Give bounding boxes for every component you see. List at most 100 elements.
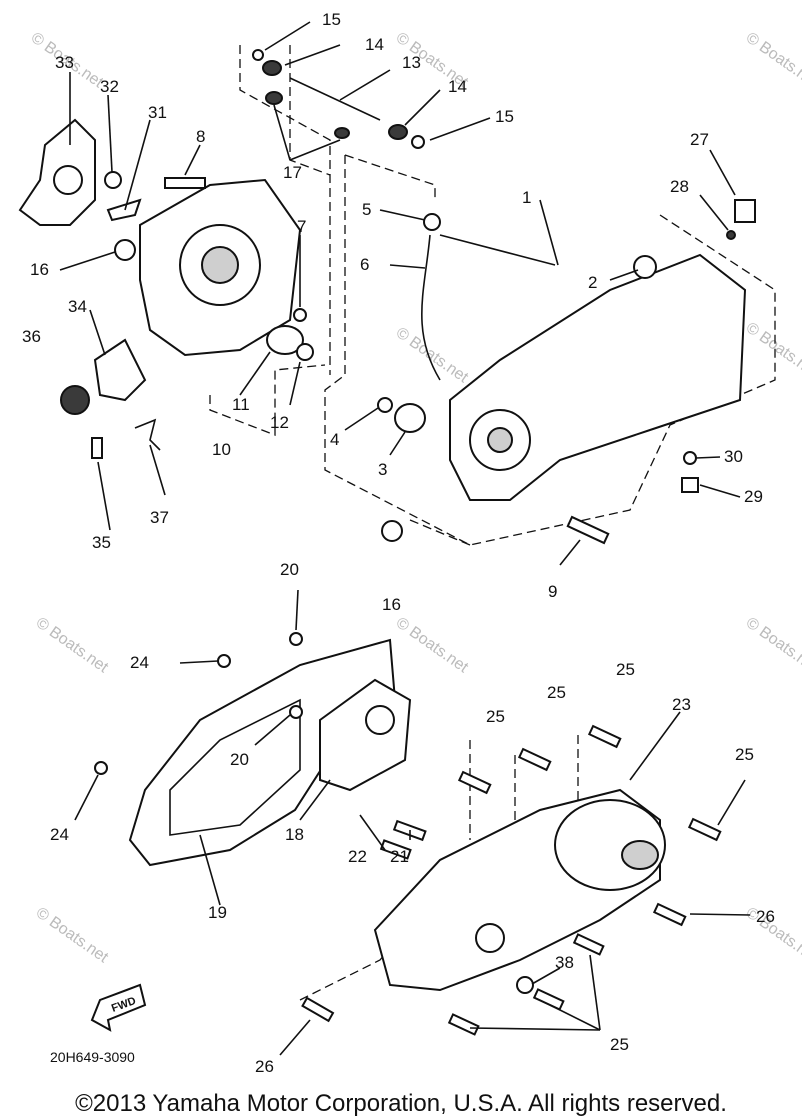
leader-lines xyxy=(59,21,751,1056)
label-20: 20 xyxy=(230,750,249,769)
label-14: 14 xyxy=(448,77,467,96)
cover-plate-hole xyxy=(53,165,83,195)
label-22: 22 xyxy=(348,847,367,866)
plug-27 xyxy=(734,199,756,223)
watermark: © Boats.net xyxy=(393,614,472,676)
bolt-25-d xyxy=(687,817,722,842)
bracket-34 xyxy=(93,338,147,402)
washer-16-top xyxy=(114,239,136,261)
oil-seal-12 xyxy=(296,343,314,361)
crankcase-bore-inner xyxy=(201,246,239,284)
label-14: 14 xyxy=(365,35,384,54)
gasket-28 xyxy=(726,230,736,240)
label-9: 9 xyxy=(548,582,557,601)
label-20: 20 xyxy=(280,560,299,579)
label-28: 28 xyxy=(670,177,689,196)
label-8: 8 xyxy=(196,127,205,146)
pin-7 xyxy=(293,308,307,322)
label-1: 1 xyxy=(522,188,531,207)
label-6: 6 xyxy=(360,255,369,274)
label-5: 5 xyxy=(362,200,371,219)
watermark: © Boats.net xyxy=(743,614,802,676)
washer-14-top xyxy=(262,60,282,76)
bolt-25-g xyxy=(447,1013,480,1036)
label-31: 31 xyxy=(148,103,167,122)
cap-17-a xyxy=(265,91,283,105)
bolt-32 xyxy=(104,171,122,189)
bearing-11 xyxy=(266,325,304,355)
label-26: 26 xyxy=(255,1057,274,1076)
label-38: 38 xyxy=(555,953,574,972)
label-16: 16 xyxy=(382,595,401,614)
crankcase-right-bore-inner xyxy=(487,427,513,453)
bolt-22 xyxy=(379,839,412,860)
exploded-parts-diagram: © Boats.net © Boats.net © Boats.net © Bo… xyxy=(18,10,802,1076)
bearing-3 xyxy=(394,403,426,433)
label-15: 15 xyxy=(322,10,341,29)
bolt-25-e xyxy=(572,933,605,956)
label-32: 32 xyxy=(100,77,119,96)
fitting-5 xyxy=(423,213,441,231)
label-24: 24 xyxy=(130,653,149,672)
dowel-20-mid xyxy=(289,705,303,719)
label-12: 12 xyxy=(270,413,289,432)
label-16: 16 xyxy=(30,260,49,279)
cap-36 xyxy=(60,385,90,415)
shaft-group xyxy=(252,49,425,149)
label-17: 17 xyxy=(283,163,302,182)
diagram-code: 20H649-3090 xyxy=(50,1049,135,1065)
label-2: 2 xyxy=(588,273,597,292)
label-25: 25 xyxy=(547,683,566,702)
dowel-24-top xyxy=(217,654,231,668)
dowel-24-left xyxy=(94,761,108,775)
label-3: 3 xyxy=(378,460,387,479)
label-29: 29 xyxy=(744,487,763,506)
bolt-8 xyxy=(164,177,206,189)
label-25: 25 xyxy=(735,745,754,764)
cover-23-boss xyxy=(475,923,505,953)
bolt-25-b xyxy=(517,747,552,772)
crankcase-cover-group xyxy=(301,724,722,1036)
bushing-2 xyxy=(633,255,657,279)
watermark: © Boats.net xyxy=(743,319,802,381)
bolt-26-left xyxy=(301,996,335,1023)
label-30: 30 xyxy=(724,447,743,466)
label-25: 25 xyxy=(610,1035,629,1054)
label-21: 21 xyxy=(390,847,409,866)
shaft-13 xyxy=(289,77,381,121)
label-23: 23 xyxy=(672,695,691,714)
label-25: 25 xyxy=(486,707,505,726)
bolt-29 xyxy=(681,477,699,493)
watermark: © Boats.net xyxy=(743,29,802,91)
bolt-25-f xyxy=(532,988,565,1011)
fwd-arrow: FWD xyxy=(90,983,147,1032)
part-labels: 15 14 13 14 15 17 5 6 1 2 27 28 30 29 3 3… xyxy=(22,10,775,1076)
o-ring-15-top xyxy=(252,49,264,61)
bolt-35 xyxy=(91,437,103,459)
hose-6 xyxy=(421,234,441,381)
label-36: 36 xyxy=(22,327,41,346)
cover-18-hole xyxy=(365,705,395,735)
label-34: 34 xyxy=(68,297,87,316)
bolt-25-c xyxy=(587,724,622,749)
bushing-4 xyxy=(377,397,393,413)
bolt-25-a xyxy=(457,770,492,795)
label-11: 11 xyxy=(232,395,250,414)
label-13: 13 xyxy=(402,53,421,72)
washer-14-bottom xyxy=(388,124,408,140)
label-26: 26 xyxy=(756,907,775,926)
label-7: 7 xyxy=(297,217,306,236)
watermark: © Boats.net xyxy=(33,614,112,676)
clutch-housing-center xyxy=(621,840,659,870)
label-35: 35 xyxy=(92,533,111,552)
crankcase-left-group xyxy=(18,118,314,459)
label-27: 27 xyxy=(690,130,709,149)
label-37: 37 xyxy=(150,508,169,527)
bracket-31 xyxy=(106,198,142,222)
label-10: 10 xyxy=(212,440,231,459)
label-15: 15 xyxy=(495,107,514,126)
label-24: 24 xyxy=(50,825,69,844)
label-19: 19 xyxy=(208,903,227,922)
washer-16-bottom xyxy=(381,520,403,542)
cap-17-b xyxy=(334,127,350,139)
